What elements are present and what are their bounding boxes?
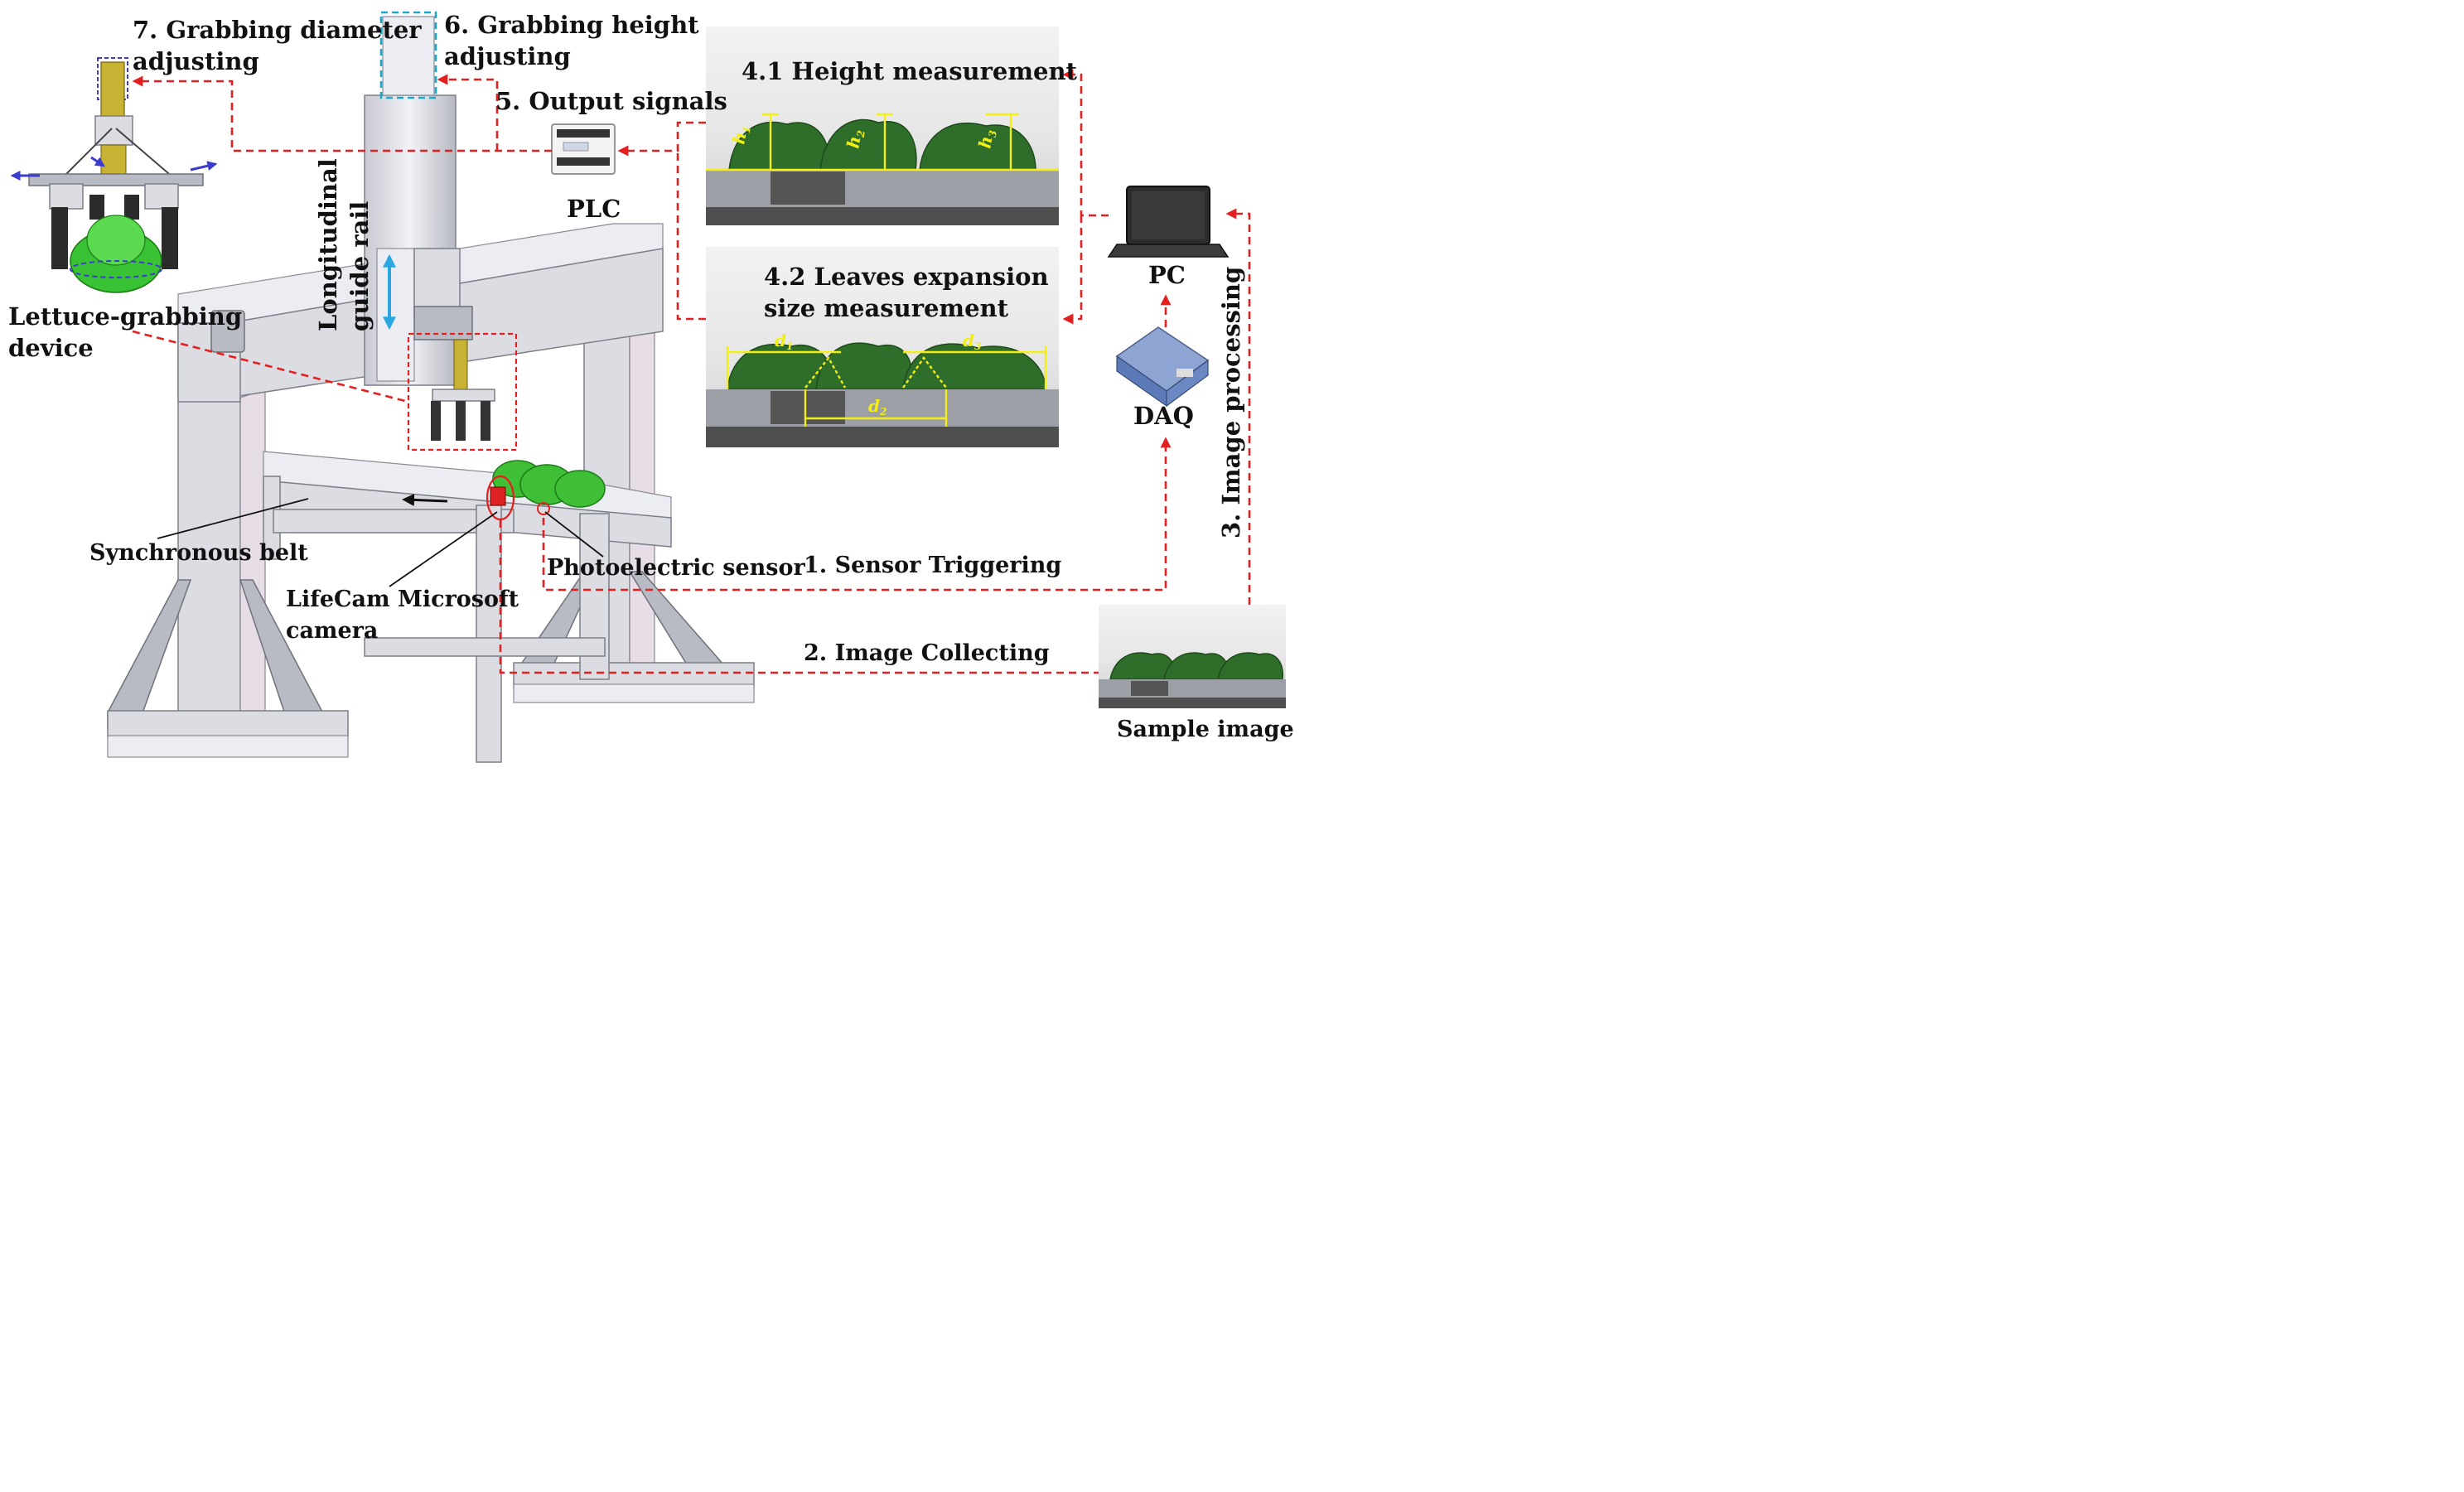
gripper-detail-box (407, 332, 518, 451)
height-measurement-label: 4.1 Height measurement (742, 57, 1078, 85)
signal-lines (132, 69, 1251, 674)
sensor-leader (544, 511, 604, 558)
svg-text:h3: h3 (974, 128, 999, 150)
svg-text:d2: d2 (868, 396, 887, 418)
leaves-expansion-photo (706, 247, 1059, 447)
camera-label-1: LifeCam Microsoft (286, 587, 519, 612)
daq-module-icon (1115, 326, 1210, 408)
sensor-triggering-label: 1. Sensor Triggering (804, 553, 1061, 578)
leaves-expansion-label-2: size measurement (764, 294, 1009, 322)
laptop-icon (1107, 186, 1230, 258)
small-gripper (431, 339, 495, 441)
daq-label: DAQ (1133, 402, 1194, 430)
photoelectric-sensor-label: Photoelectric sensor (547, 555, 805, 581)
grab-diameter-label-2: adjusting (133, 47, 259, 75)
longitudinal-label-1: Longitudinal (314, 158, 342, 331)
d2-label: d (868, 396, 880, 416)
image-collecting-label: 2. Image Collecting (804, 640, 1050, 666)
grab-diameter-label-1: 7. Grabbing diameter (133, 16, 422, 44)
output-signals-label: 5. Output signals (495, 87, 727, 115)
svg-text:d3: d3 (963, 331, 981, 352)
leaves-expansion-label-1: 4.2 Leaves expansion (764, 263, 1049, 291)
camera-highlight (486, 475, 515, 521)
camera-leader (389, 511, 498, 587)
svg-text:h2: h2 (843, 128, 867, 150)
longitudinal-label-2: guide rail (345, 201, 374, 331)
height-adjust-box (379, 11, 437, 99)
gantry-frame (107, 16, 755, 758)
lettuce-device-label-2: device (8, 334, 94, 362)
d2-subscript: 2 (879, 406, 887, 418)
belt-leader (157, 498, 309, 539)
height-measurement-photo (706, 27, 1059, 225)
synchronous-belt-label: Synchronous belt (89, 540, 308, 566)
system-diagram: h1 h2 h3 d1 d3 d2 (8, 11, 1294, 763)
image-processing-label: 3. Image processing (1217, 267, 1245, 538)
camera-label-2: camera (286, 618, 378, 644)
h1-subscript: 1 (741, 125, 753, 134)
d3-subscript: 3 (974, 340, 981, 352)
d1-subscript: 1 (786, 340, 793, 352)
h3-subscript: 3 (987, 129, 999, 138)
h2-label: h (843, 134, 864, 149)
lettuce-device-label-1: Lettuce-grabbing (8, 302, 242, 331)
plc-label: PLC (567, 195, 621, 223)
pc-label: PC (1148, 261, 1186, 289)
camera-icon (490, 486, 506, 506)
d1-label: d (775, 331, 786, 350)
h1-label: h (728, 130, 750, 145)
lettuce-on-belt (492, 460, 606, 508)
svg-text:d1: d1 (775, 331, 793, 352)
conveyor (263, 451, 672, 763)
plc-controller-icon (551, 123, 616, 175)
svg-text:h1: h1 (728, 123, 753, 146)
h3-label: h (974, 134, 996, 149)
sample-image-photo (1099, 605, 1286, 708)
grab-height-label-2: adjusting (444, 42, 571, 70)
sample-image-label: Sample image (1117, 717, 1294, 742)
d3-label: d (963, 331, 974, 350)
h2-subscript: 2 (854, 129, 867, 139)
sensor-highlight (537, 502, 550, 515)
grab-height-label-1: 6. Grabbing height (444, 11, 699, 39)
lettuce-grabbing-device (10, 57, 218, 293)
